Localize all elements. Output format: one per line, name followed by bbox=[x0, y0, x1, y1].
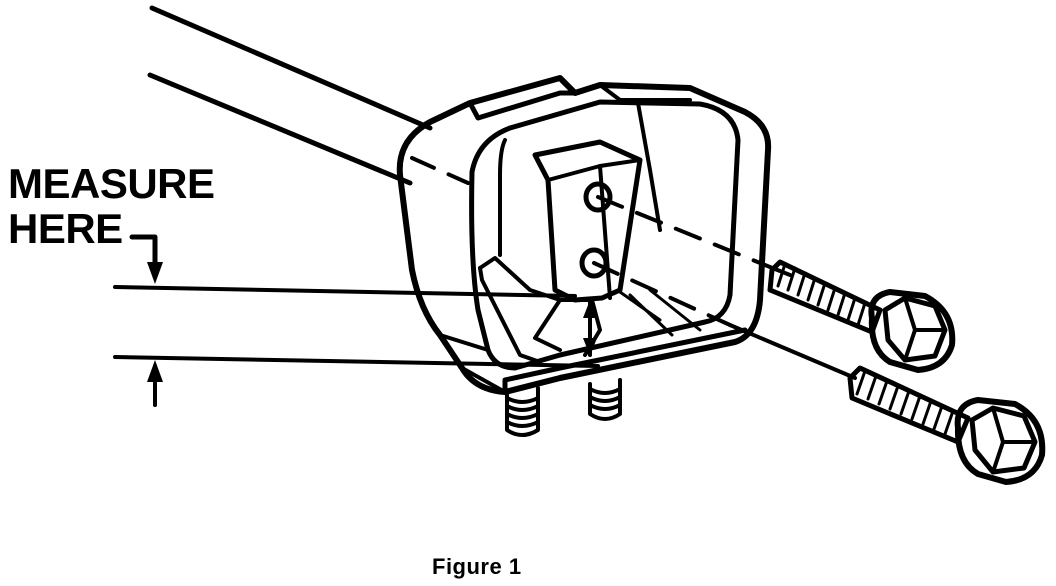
mount-stud-left bbox=[505, 386, 540, 437]
frame-rail-hidden bbox=[410, 156, 470, 185]
figure-caption: Figure 1 bbox=[432, 554, 522, 579]
measure-reference-lines bbox=[113, 285, 600, 368]
up-arrowhead bbox=[147, 360, 163, 382]
label-leader bbox=[129, 234, 158, 265]
mount-insulator-block bbox=[478, 139, 662, 364]
inner-arrowhead-down bbox=[583, 338, 597, 356]
measure-label-line2: HERE bbox=[8, 205, 123, 252]
mount-bracket bbox=[396, 75, 772, 395]
measure-label-line1: MEASURE bbox=[8, 160, 215, 207]
lower-bolt bbox=[847, 365, 1046, 485]
mount-stud-right bbox=[588, 378, 622, 421]
bolt-centerlines bbox=[592, 195, 767, 327]
inner-arrowhead-up bbox=[583, 300, 597, 318]
upper-bolt bbox=[767, 259, 956, 373]
bolt-axis-lines bbox=[728, 263, 857, 380]
frame-rail bbox=[147, 5, 433, 186]
down-arrowhead bbox=[147, 262, 163, 284]
